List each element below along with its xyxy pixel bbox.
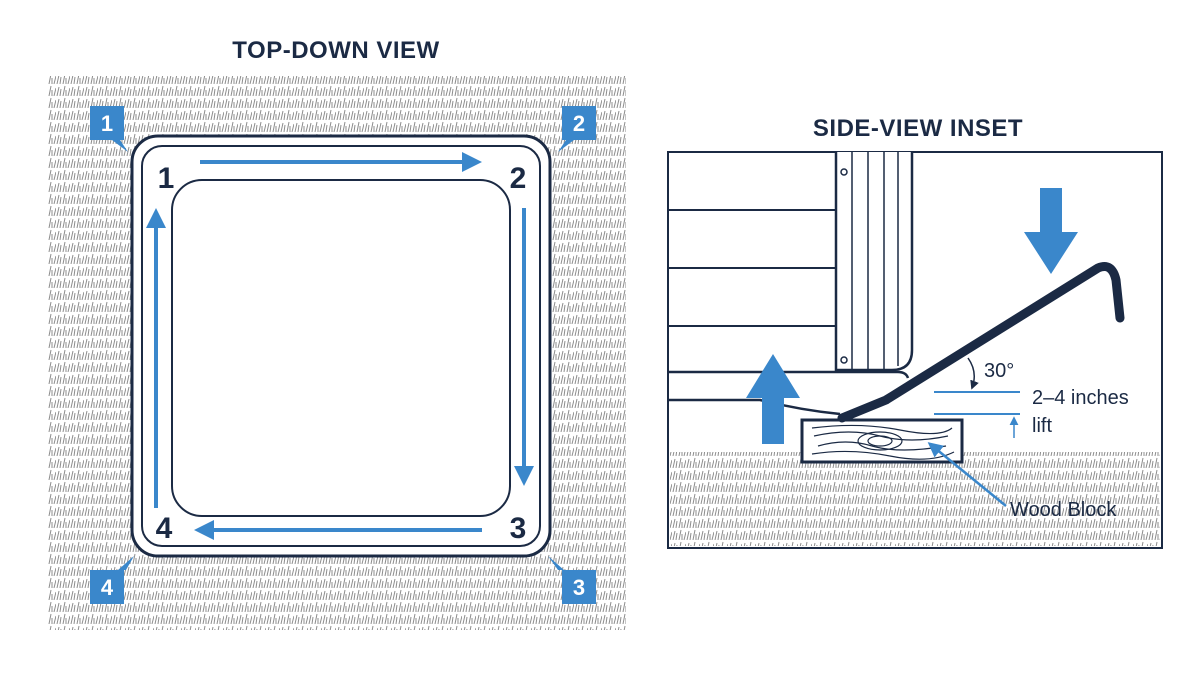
corner-number-3: 3 — [510, 512, 527, 545]
lift-up-arrow — [746, 354, 800, 444]
crowbar — [837, 262, 1125, 423]
push-down-arrow — [1024, 188, 1078, 274]
shed-footprint — [130, 134, 552, 558]
callout-badge-4: 4 — [90, 556, 134, 604]
top-down-title: TOP-DOWN VIEW — [232, 37, 439, 64]
callout-badge-1: 1 — [90, 106, 128, 152]
wood-block — [800, 418, 964, 464]
corner-number-2: 2 — [510, 162, 527, 195]
angle-arc — [967, 357, 979, 390]
callout-badge-3: 3 — [548, 556, 596, 604]
svg-text:4: 4 — [101, 575, 114, 600]
ground-grass — [670, 452, 1160, 546]
lift-label-line1: 2–4 inches — [1032, 387, 1129, 409]
angle-label: 30° — [984, 360, 1014, 382]
corner-number-4: 4 — [156, 512, 173, 545]
wood-block-pointer — [927, 442, 1007, 507]
callout-badge-2: 2 — [558, 106, 596, 152]
corner-number-1: 1 — [158, 162, 175, 195]
shed-wall — [667, 152, 914, 416]
svg-text:1: 1 — [101, 111, 113, 136]
svg-text:3: 3 — [573, 575, 585, 600]
side-view-title: SIDE-VIEW INSET — [813, 115, 1023, 142]
svg-text:2: 2 — [573, 111, 585, 136]
wood-block-label: Wood Block — [1010, 499, 1117, 521]
lift-label-line2: lift — [1032, 415, 1052, 437]
